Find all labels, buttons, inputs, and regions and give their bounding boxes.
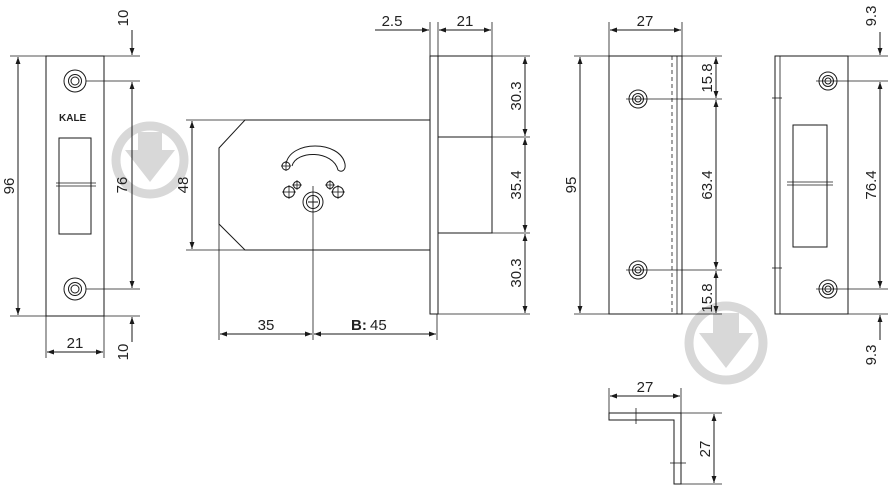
screw-icon bbox=[325, 180, 335, 190]
brand-label: KALE bbox=[59, 113, 87, 124]
angle-profile-view: 27 27 bbox=[608, 379, 722, 485]
dim-right-top-margin: 9.3 bbox=[863, 6, 880, 27]
dim-body-height: 48 bbox=[175, 177, 192, 194]
angle-keeper-view: 27 95 15.8 63.4 15.8 bbox=[563, 13, 722, 315]
dim-upper-section: 30.3 bbox=[508, 81, 525, 110]
lock-body-outline bbox=[218, 119, 431, 251]
keeper-plate-view: 9.3 76.4 9.3 bbox=[772, 6, 888, 366]
dim-right-bottom-margin: 9.3 bbox=[863, 345, 880, 366]
dim-angle-hole-spacing: 63.4 bbox=[699, 170, 716, 199]
angle-profile-outline bbox=[608, 412, 682, 485]
screw-icon bbox=[281, 161, 291, 171]
dim-faceplate-thickness: 2.5 bbox=[382, 13, 403, 30]
dim-middle-section: 35.4 bbox=[508, 170, 525, 199]
dim-profile-width: 27 bbox=[637, 379, 654, 396]
dim-angle-width: 27 bbox=[637, 13, 654, 30]
cam-lever bbox=[285, 145, 346, 172]
dim-backset-value: 45 bbox=[370, 317, 387, 334]
watermark-icon bbox=[684, 301, 768, 385]
screw-icon bbox=[282, 185, 296, 199]
dim-angle-plate-height: 95 bbox=[563, 177, 580, 194]
keeper-slot bbox=[792, 124, 828, 248]
bolt-block bbox=[437, 136, 493, 234]
latch-block bbox=[437, 55, 493, 138]
lock-body-view: 48 35 B: 45 2.5 21 30.3 35.4 30.3 bbox=[175, 13, 530, 340]
strike-plate-view: KALE 96 76 10 10 21 bbox=[1, 10, 140, 361]
screw-icon bbox=[292, 180, 302, 190]
dim-strike-width: 21 bbox=[67, 335, 84, 352]
dim-strike-top-margin: 10 bbox=[115, 10, 132, 27]
dim-strike-hole-spacing: 76 bbox=[114, 177, 131, 194]
watermark-icon bbox=[111, 121, 189, 199]
dim-strike-height: 96 bbox=[1, 178, 18, 195]
dim-backset-left: 35 bbox=[258, 317, 275, 334]
dim-lower-section: 30.3 bbox=[508, 258, 525, 287]
faceplate bbox=[429, 55, 439, 315]
dim-angle-bottom-offset: 15.8 bbox=[699, 283, 716, 312]
dim-profile-height: 27 bbox=[697, 441, 714, 458]
screw-icon bbox=[331, 185, 345, 199]
dim-right-hole-spacing: 76.4 bbox=[863, 170, 880, 199]
dim-backset-prefix: B: bbox=[351, 317, 367, 334]
dim-angle-top-offset: 15.8 bbox=[699, 63, 716, 92]
dim-strike-bottom-margin: 10 bbox=[115, 344, 132, 361]
dim-faceplate-depth: 21 bbox=[457, 13, 474, 30]
